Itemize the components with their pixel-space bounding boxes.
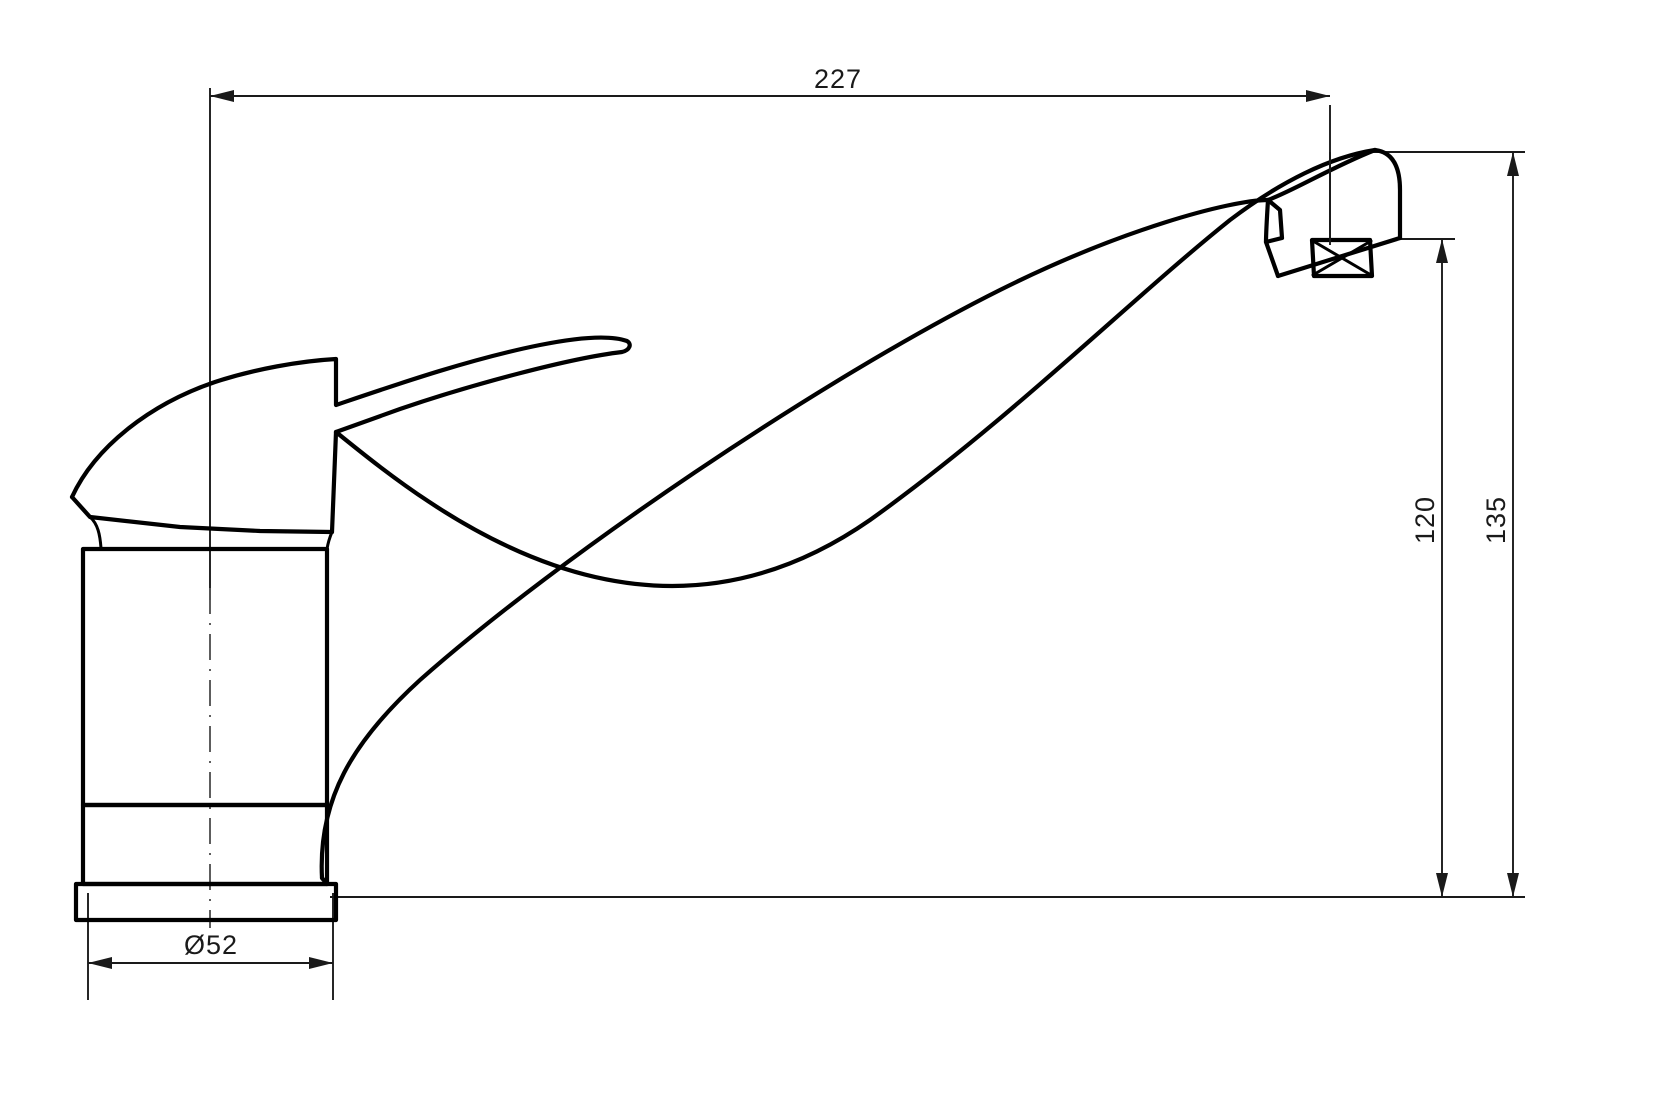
spout-head-shoulder: [1265, 147, 1378, 203]
base-flange: [73, 881, 339, 923]
dimension-label-diameter: Ø52: [184, 930, 238, 960]
dimension-label-120: 120: [1410, 496, 1440, 544]
arrowhead-bottom-135: [1507, 873, 1519, 897]
arrowhead-left-diameter: [88, 957, 112, 969]
spout-head-notch: [1263, 197, 1285, 245]
dimension-label-135: 135: [1481, 496, 1511, 544]
spout-head-cap: [1372, 147, 1403, 241]
spout-arm-body-junction: [319, 875, 330, 887]
arrowhead-left-227: [210, 90, 234, 102]
arrowhead-bottom-120: [1436, 873, 1448, 897]
aerator-cross-stroke-b: [1311, 239, 1373, 277]
body-upper-cylinder: [80, 546, 330, 808]
handle-housing-right-fillet: [325, 530, 334, 551]
arrowhead-right-diameter: [309, 957, 333, 969]
spout-arm-upper-edge: [333, 147, 1378, 588]
body-lower-cylinder: [80, 802, 330, 887]
handle-housing-left-fillet: [88, 515, 103, 550]
arrowhead-right-227: [1306, 90, 1330, 102]
handle-underside: [69, 429, 339, 535]
arrowhead-top-135: [1507, 152, 1519, 176]
dimension-label-227: 227: [814, 64, 862, 94]
spout-arm-lower-edge: [319, 197, 1271, 881]
lever-handle: [69, 335, 632, 500]
arrowhead-top-120: [1436, 239, 1448, 263]
